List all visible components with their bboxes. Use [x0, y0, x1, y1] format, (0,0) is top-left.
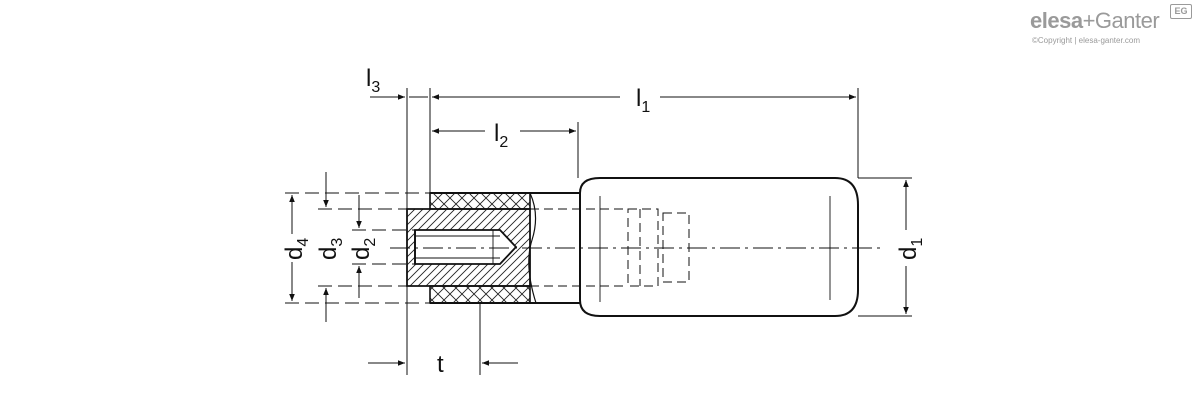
label-l2: l2: [494, 120, 508, 151]
sleeve-section-top: [429, 192, 531, 210]
logo-word-ganter: +Ganter: [1082, 8, 1160, 33]
label-t: t: [437, 351, 444, 378]
threaded-bore: [414, 229, 518, 265]
label-d2: d2: [348, 238, 379, 260]
sleeve-section-bottom: [429, 285, 531, 304]
label-d1: d1: [895, 238, 926, 260]
label-l1: l1: [636, 85, 650, 116]
handle-body: [579, 177, 859, 317]
logo-copyright: ©Copyright | elesa-ganter.com: [1032, 36, 1141, 45]
extension-lines: [285, 88, 912, 375]
label-l3: l3: [366, 65, 380, 96]
dimension-lines: [289, 94, 909, 366]
logo-wordmark: elesa+Ganter: [1030, 8, 1160, 34]
logo-badge: EG: [1170, 4, 1192, 19]
break-line: [528, 192, 537, 304]
label-d4: d4: [281, 238, 312, 260]
label-d3: d3: [315, 238, 346, 260]
dimension-labels: l1 l2 l3 t d4 d3 d2 d1: [281, 65, 926, 378]
elesa-ganter-logo: elesa+Ganter EG ©Copyright | elesa-gante…: [1030, 4, 1195, 46]
logo-word-elesa: elesa: [1030, 8, 1083, 33]
